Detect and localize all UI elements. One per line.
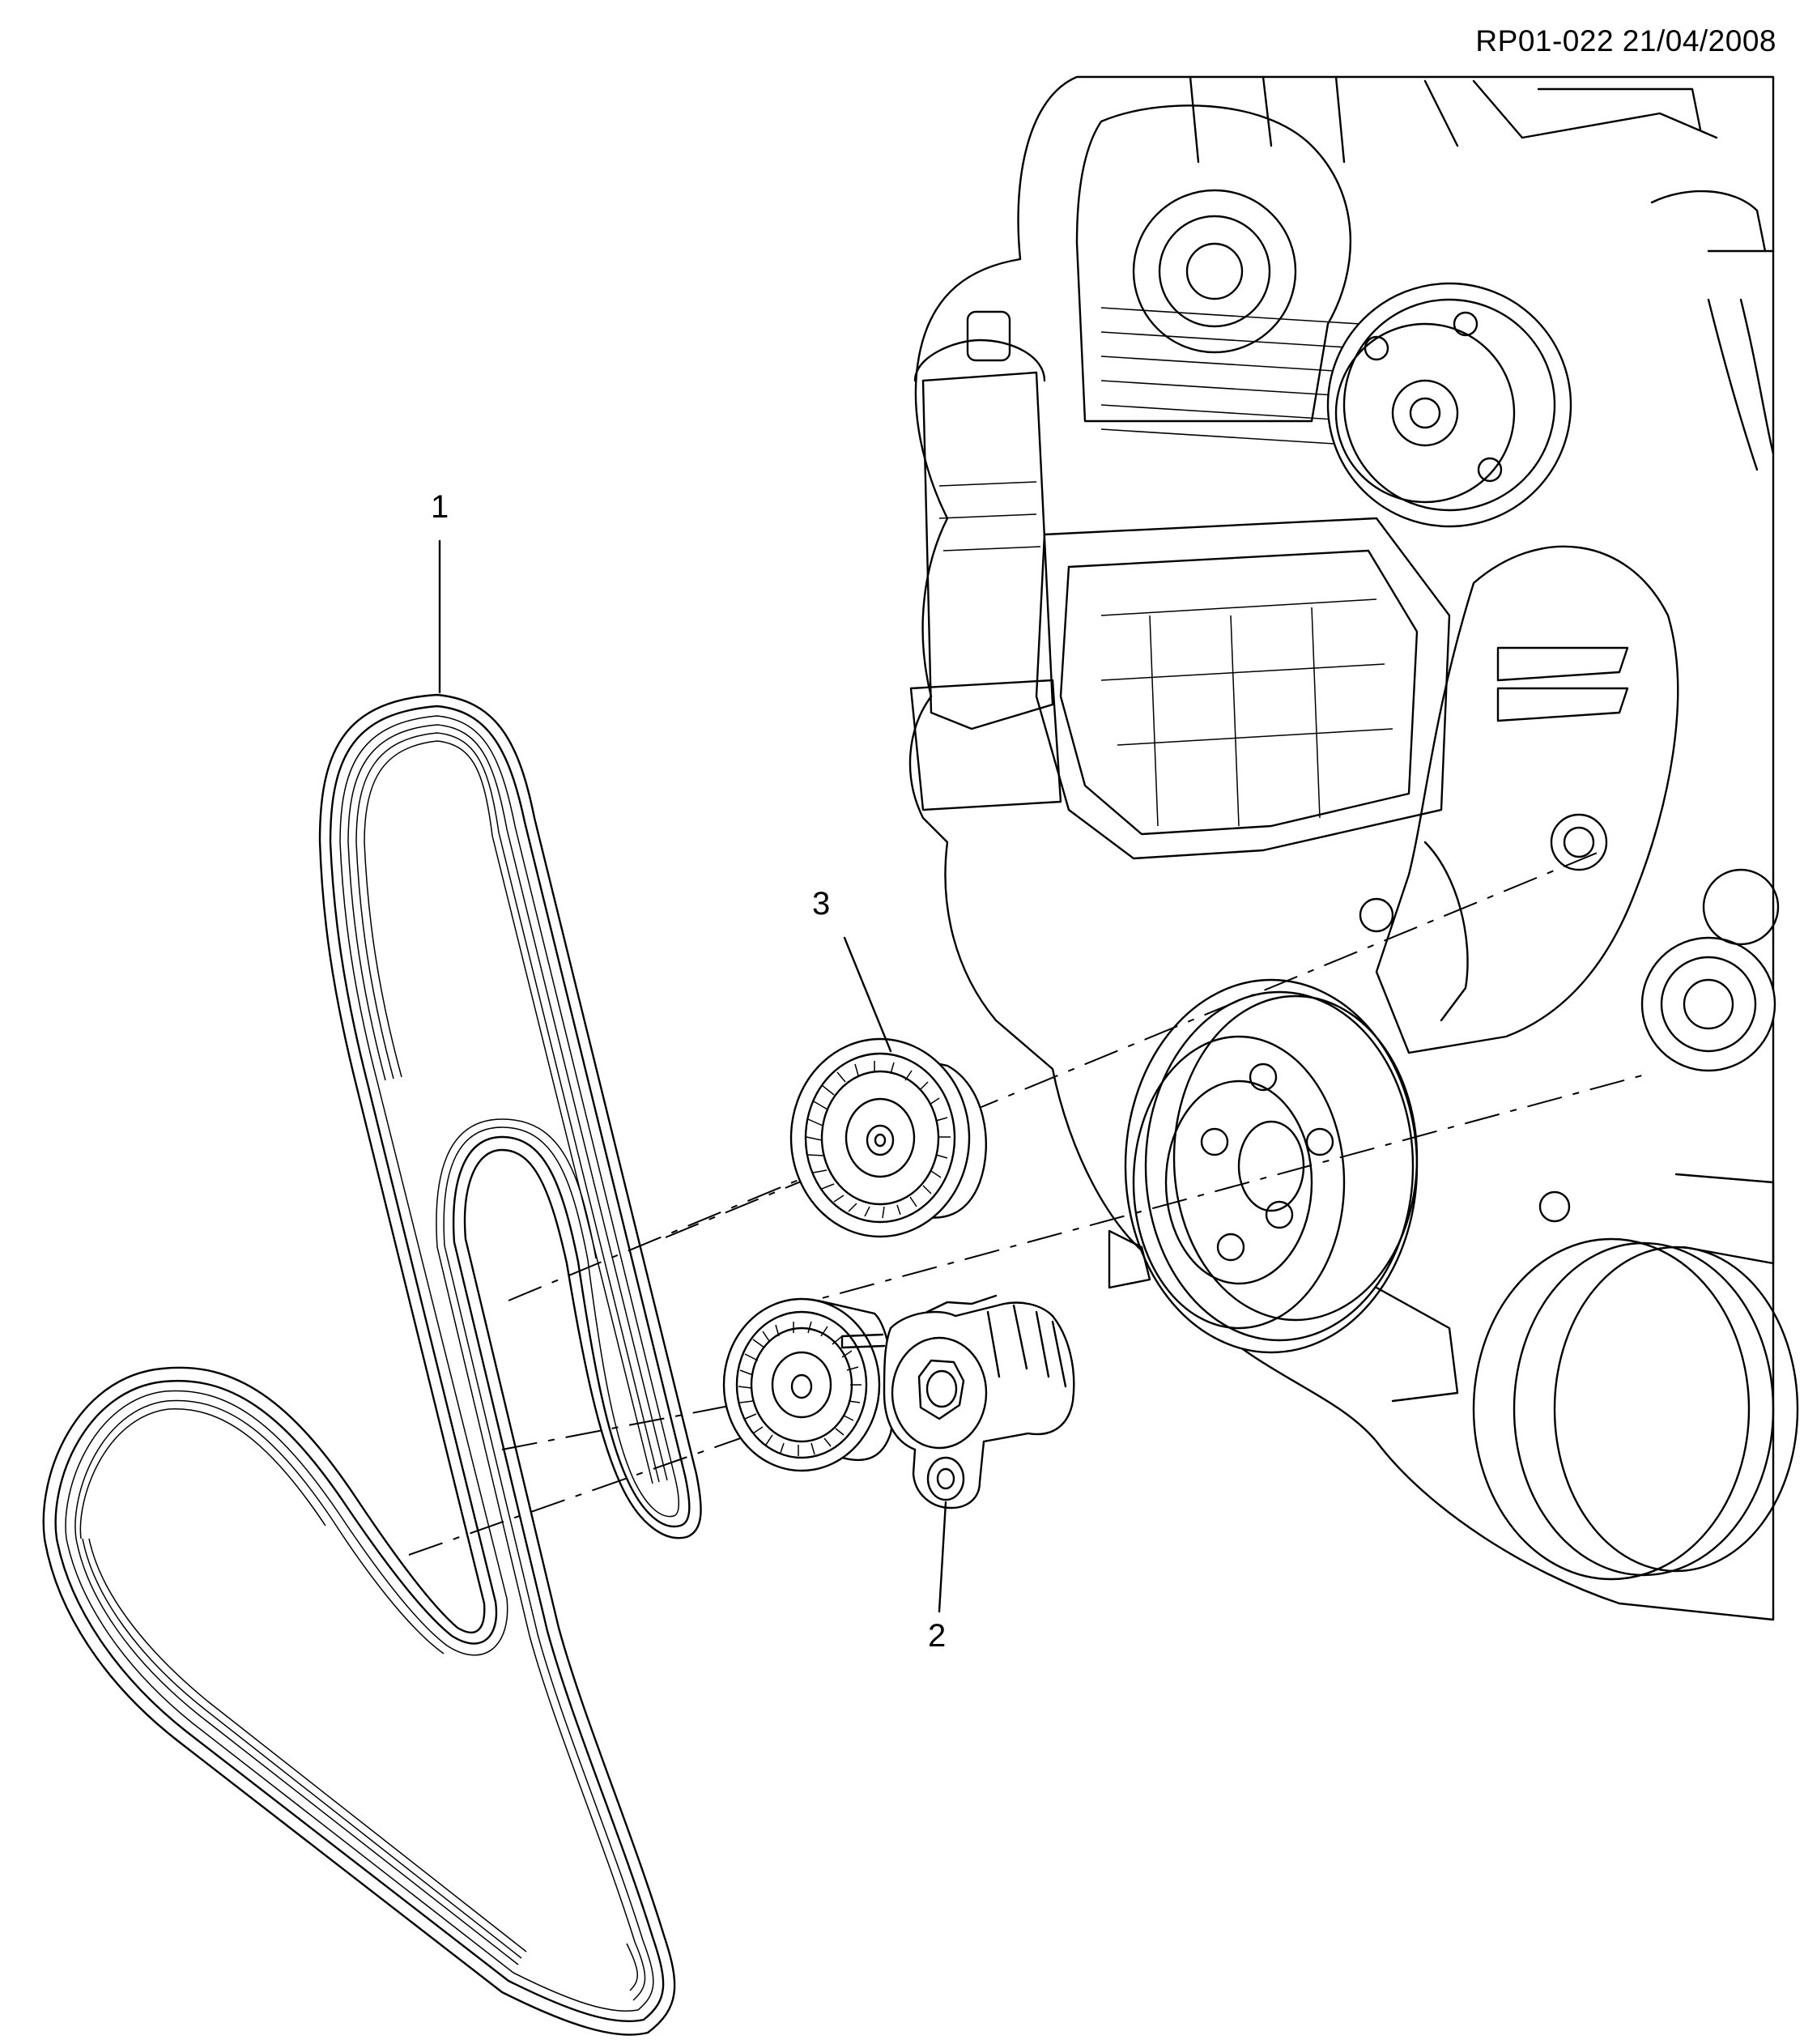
callout-leaders bbox=[438, 539, 947, 1613]
assembly-centerlines bbox=[408, 850, 1643, 1556]
drawing-reference: RP01-022 21/04/2008 bbox=[1475, 24, 1776, 57]
idler-pulley[interactable] bbox=[789, 1037, 988, 1238]
engine-block bbox=[908, 75, 1799, 1621]
callout-3-idler[interactable]: 3 bbox=[812, 886, 831, 922]
poly-v-belt[interactable] bbox=[42, 693, 702, 2036]
callout-2-tensioner[interactable]: 2 bbox=[928, 1618, 947, 1654]
callout-1-belt[interactable]: 1 bbox=[431, 489, 449, 525]
belt-tensioner[interactable] bbox=[722, 1294, 1075, 1510]
